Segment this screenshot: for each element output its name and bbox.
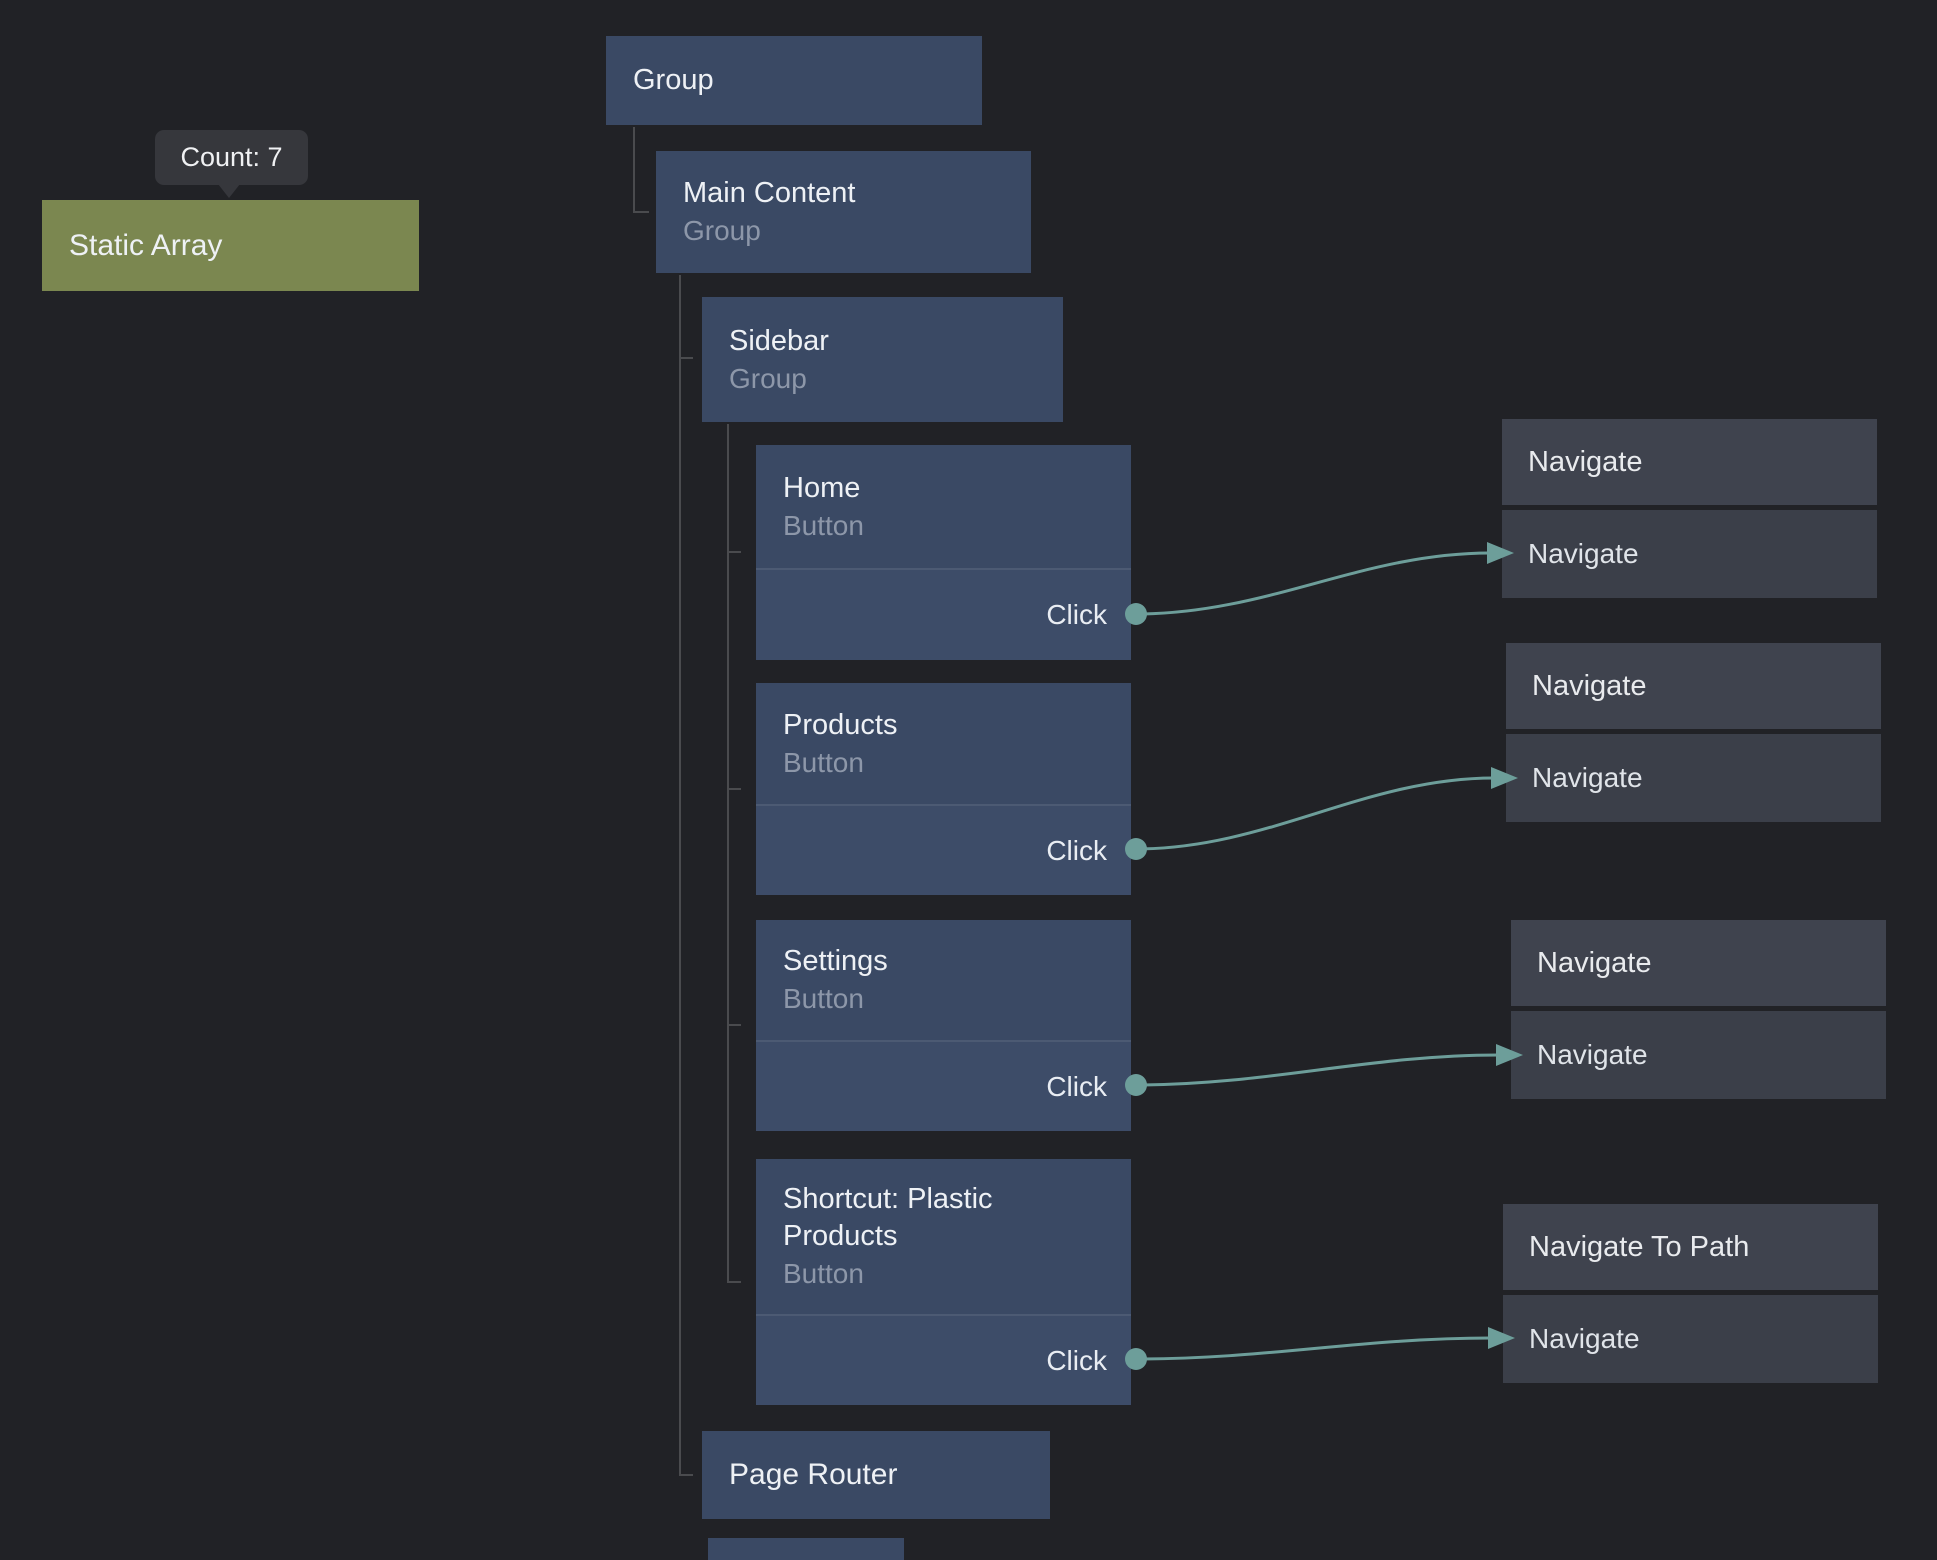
node-type-label: Group: [729, 362, 807, 394]
count-tooltip: Count: 7: [155, 130, 308, 185]
node-title-bar: Navigate: [1511, 920, 1886, 1006]
count-tooltip-arrow: [218, 184, 240, 198]
node-type-label: Group: [683, 215, 761, 246]
node-title: Shortcut: Plastic Products: [783, 1183, 993, 1252]
node-title: Main Content: [683, 177, 856, 209]
node-navigate-to-path[interactable]: Navigate To Path Navigate: [1503, 1204, 1878, 1383]
node-home[interactable]: Home Button Click: [756, 445, 1131, 660]
port-row: Click: [756, 1314, 1131, 1405]
node-type-label: Button: [783, 746, 864, 778]
navigate-input-port-label: Navigate: [1529, 1323, 1640, 1354]
tree-elbow-home: [727, 551, 741, 553]
click-output-port-label: Click: [1046, 834, 1107, 866]
tree-elbow-products: [727, 788, 741, 790]
node-shortcut-plastic-products[interactable]: Shortcut: Plastic Products Button Click: [756, 1159, 1131, 1405]
node-title-bar: Navigate: [1502, 419, 1877, 505]
node-group[interactable]: Group: [606, 36, 982, 125]
tree-line-main-content-vertical: [679, 275, 681, 1476]
node-title: Group: [633, 64, 714, 96]
navigate-input-port-label: Navigate: [1532, 762, 1643, 793]
node-navigate-2[interactable]: Navigate Navigate: [1506, 643, 1881, 822]
node-type-label: Button: [783, 509, 864, 541]
wire-home-click-to-navigate[interactable]: [1135, 551, 1491, 616]
port-row: Click: [756, 568, 1131, 660]
node-title-bar: Navigate To Path: [1503, 1204, 1878, 1290]
node-title: Navigate To Path: [1529, 1230, 1750, 1263]
node-title-bar: Navigate: [1506, 643, 1881, 729]
node-static-array[interactable]: Static Array: [42, 200, 419, 291]
navigate-input-port-row: Navigate: [1506, 734, 1881, 822]
node-partial-bottom[interactable]: [708, 1538, 904, 1560]
node-title: Navigate: [1537, 946, 1652, 979]
node-title: Products: [783, 708, 898, 741]
node-settings[interactable]: Settings Button Click: [756, 920, 1131, 1131]
node-title: Page Router: [729, 1458, 898, 1491]
navigate-input-port-label: Navigate: [1537, 1039, 1648, 1070]
node-page-router[interactable]: Page Router: [702, 1431, 1050, 1519]
node-title: Settings: [783, 945, 888, 977]
node-sidebar[interactable]: Sidebar Group: [702, 297, 1063, 422]
wire-settings-click-to-navigate[interactable]: [1135, 1053, 1500, 1087]
tree-line-sidebar-vertical: [727, 424, 729, 1283]
tree-elbow-settings: [727, 1024, 741, 1026]
port-row: Click: [756, 1040, 1131, 1131]
node-type-label: Button: [783, 1258, 864, 1289]
wire-products-click-to-navigate[interactable]: [1135, 776, 1495, 851]
tree-elbow-shortcut: [727, 1281, 741, 1283]
node-title: Home: [783, 471, 861, 504]
navigate-input-port-row: Navigate: [1503, 1295, 1878, 1383]
node-title: Navigate: [1532, 669, 1647, 702]
tree-elbow-sidebar: [679, 357, 693, 359]
tree-elbow-page-router: [679, 1474, 693, 1476]
navigate-input-port-row: Navigate: [1502, 510, 1877, 598]
node-navigate-3[interactable]: Navigate Navigate: [1511, 920, 1886, 1099]
tree-elbow-main-content: [633, 211, 649, 213]
node-type-label: Button: [783, 983, 864, 1014]
wire-shortcut-click-to-navigate-to-path[interactable]: [1135, 1336, 1492, 1361]
navigate-input-port-row: Navigate: [1511, 1011, 1886, 1099]
node-title: Static Array: [69, 228, 223, 262]
node-main-content[interactable]: Main Content Group: [656, 151, 1031, 273]
click-output-port-label: Click: [1046, 599, 1107, 630]
node-title: Sidebar: [729, 324, 829, 357]
tree-line-group-vertical: [633, 127, 635, 213]
node-navigate-1[interactable]: Navigate Navigate: [1502, 419, 1877, 598]
node-title: Navigate: [1528, 445, 1643, 478]
port-row: Click: [756, 804, 1131, 895]
click-output-port-label: Click: [1046, 1070, 1107, 1102]
node-products[interactable]: Products Button Click: [756, 683, 1131, 895]
click-output-port-label: Click: [1046, 1344, 1107, 1376]
navigate-input-port-label: Navigate: [1528, 538, 1639, 569]
